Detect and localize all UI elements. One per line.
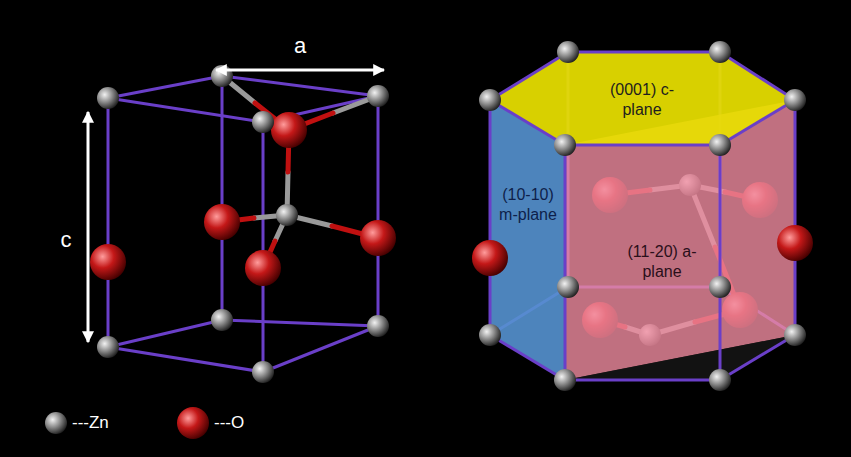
oxygen-atoms xyxy=(360,220,396,256)
prism-front-edges xyxy=(720,335,795,380)
prism-corner-zinc xyxy=(554,369,576,391)
prism-edge-atoms xyxy=(777,225,813,261)
dimension-arrows xyxy=(88,70,384,342)
legend-sample xyxy=(177,407,209,439)
prism-front-edges xyxy=(489,100,492,335)
prism-corner-zinc xyxy=(709,276,731,298)
zinc-atoms xyxy=(97,65,389,383)
zinc-atoms xyxy=(367,85,389,107)
zinc-atoms xyxy=(252,111,274,133)
zinc-atoms xyxy=(97,336,119,358)
crystal-planes xyxy=(490,100,565,380)
cell-edges xyxy=(221,76,224,320)
dimension-label: c xyxy=(51,226,81,254)
cell-edges xyxy=(108,347,263,372)
prism-corner-zinc xyxy=(784,89,806,111)
prism-front-edges xyxy=(490,335,565,380)
prism-front-edges xyxy=(568,51,720,54)
oxygen-atoms xyxy=(90,112,396,286)
prism-front-edges xyxy=(565,379,720,382)
legend-samples xyxy=(45,407,209,439)
prism-corner-zinc xyxy=(557,276,579,298)
prism-corner-zinc xyxy=(479,324,501,346)
dimension-arrows xyxy=(216,69,384,72)
prism-corner-zinc xyxy=(557,41,579,63)
legend-text: ---Zn xyxy=(72,413,109,433)
prism-front-edges xyxy=(490,52,568,100)
zinc-atoms xyxy=(276,204,298,226)
cell-edges xyxy=(222,320,378,326)
prism-front-edges xyxy=(720,100,795,145)
dimension-arrows xyxy=(87,112,90,342)
oxygen-atoms xyxy=(90,244,126,280)
dimension-label: a xyxy=(285,32,315,60)
crystal-planes xyxy=(490,52,795,145)
zinc-atoms xyxy=(367,315,389,337)
plane-label: (10-10) m-plane xyxy=(492,185,564,225)
zinc-atoms xyxy=(211,309,233,331)
prism-corner-zinc xyxy=(784,324,806,346)
cell-edges xyxy=(108,98,263,122)
prism-front-edges xyxy=(564,145,567,380)
prism-front-edges xyxy=(719,145,722,380)
cell-edges xyxy=(262,122,265,372)
zinc-atoms xyxy=(211,65,233,87)
prism-front-edges xyxy=(794,100,797,335)
cell-edges xyxy=(108,320,222,347)
prism-front-edges xyxy=(490,52,795,380)
bond-sticks xyxy=(222,76,378,268)
cell-edges xyxy=(377,96,380,326)
prism-corner-zinc xyxy=(479,89,501,111)
oxygen-atoms xyxy=(245,250,281,286)
oxygen-atoms xyxy=(271,112,307,148)
prism-corner-zinc xyxy=(554,134,576,156)
plane-label: (11-20) a-plane xyxy=(625,242,699,282)
crystal-planes xyxy=(565,335,795,380)
prism-edge-atoms xyxy=(472,240,508,276)
legend-sample xyxy=(45,412,67,434)
zinc-atoms xyxy=(97,87,119,109)
cell-edges xyxy=(107,98,110,347)
prism-corner-zinc xyxy=(479,41,806,391)
prism-corner-zinc xyxy=(709,134,731,156)
plane-label: (0001) c-plane xyxy=(602,80,682,120)
prism-corner-zinc xyxy=(709,41,731,63)
prism-front-edges xyxy=(490,100,565,145)
prism-corner-zinc xyxy=(709,369,731,391)
prism-front-edges xyxy=(720,52,795,100)
oxygen-atoms xyxy=(204,204,240,240)
cell-edges xyxy=(108,76,222,98)
crystal-planes xyxy=(490,52,795,380)
legend-text: ---O xyxy=(214,413,244,433)
zinc-atoms xyxy=(252,361,274,383)
cell-edges xyxy=(263,326,378,372)
cell-edges xyxy=(108,76,378,372)
prism-front-edges xyxy=(565,144,720,147)
